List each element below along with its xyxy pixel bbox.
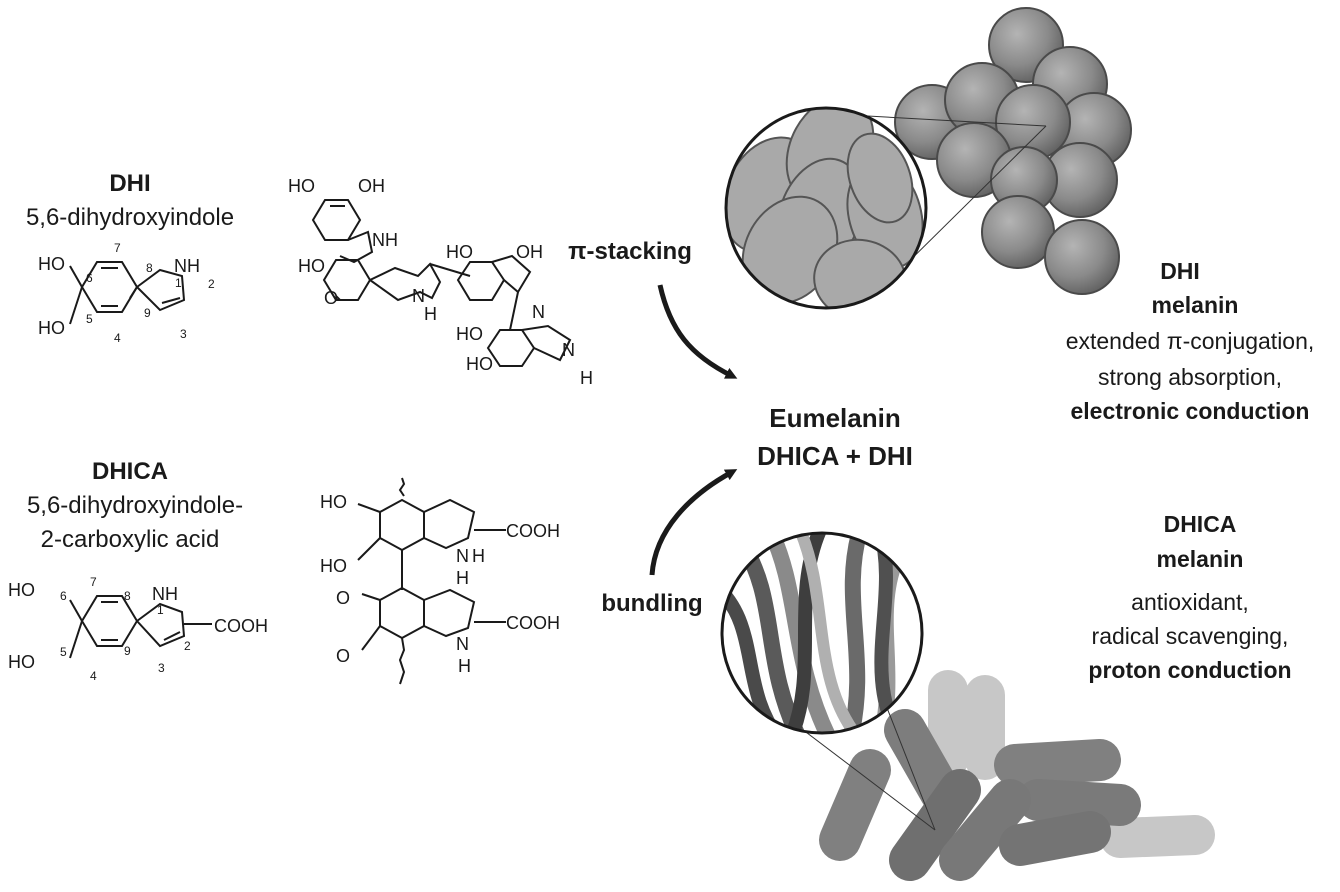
dhi-melanin-property: electronic conduction xyxy=(1070,398,1310,424)
atom-label: HO xyxy=(38,254,65,274)
dhi-melanin-property: extended π-conjugation, xyxy=(1065,328,1315,354)
dhica-monomer-labels: HO HO NH COOH 7 8 6 5 9 4 1 2 3 xyxy=(8,575,268,683)
atom-number: 2 xyxy=(208,277,215,291)
atom-number: 9 xyxy=(124,644,131,658)
atom-number: 8 xyxy=(146,261,153,275)
dhi-oligomer-structure xyxy=(311,199,572,367)
pi-stacking-label: π-stacking xyxy=(568,238,692,265)
atom-label: NH xyxy=(174,256,200,276)
dhi-zoom-circle xyxy=(724,106,928,310)
atom-label: NH xyxy=(372,230,398,250)
atom-label: H xyxy=(458,656,471,676)
atom-label: NH xyxy=(152,584,178,604)
atom-label: N xyxy=(456,546,469,566)
dhi-melanin-title: DHI xyxy=(1160,258,1200,284)
atom-number: 4 xyxy=(114,331,121,345)
dhica-melanin-title: DHICA xyxy=(1163,511,1237,537)
atom-label: HO xyxy=(8,580,35,600)
dhica-melanin-property: antioxidant, xyxy=(1131,589,1249,615)
atom-label: N xyxy=(412,286,425,306)
atom-number: 2 xyxy=(184,639,191,653)
atom-number: 1 xyxy=(157,603,164,617)
atom-label: HO xyxy=(298,256,325,276)
atom-label: HO xyxy=(466,354,493,374)
dhi-oligomer-labels: HO OH NH HO O N H HO OH N HO HO N H xyxy=(288,176,593,388)
dhica-melanin-property: radical scavenging, xyxy=(1091,623,1289,649)
atom-number: 6 xyxy=(60,589,67,603)
atom-number: 1 xyxy=(175,276,182,290)
dhica-oligomer-structure xyxy=(357,477,506,685)
bundling-label: bundling xyxy=(601,590,703,617)
atom-number: 6 xyxy=(86,271,93,285)
dhica-oligomer-labels: HO HO COOH N H H O O COOH N H xyxy=(320,492,560,676)
pi-stacking-arrow xyxy=(657,284,738,379)
atom-number: 4 xyxy=(90,669,97,683)
atom-number: 7 xyxy=(114,241,121,255)
atom-label: HO xyxy=(8,652,35,672)
atom-number: 3 xyxy=(158,661,165,675)
dhica-melanin-subtitle: melanin xyxy=(1156,546,1244,572)
dhica-melanin-property: proton conduction xyxy=(1088,657,1292,683)
atom-label: H xyxy=(580,368,593,388)
atom-label: HO xyxy=(446,242,473,262)
dhica-full-name-line1: 5,6-dihydroxyindole- xyxy=(26,492,244,519)
atom-label: COOH xyxy=(214,616,268,636)
dhica-monomer-structure xyxy=(69,595,212,659)
atom-label: O xyxy=(336,588,350,608)
eumelanin-title: Eumelanin xyxy=(769,403,901,433)
atom-label: COOH xyxy=(506,613,560,633)
dhi-title: DHI xyxy=(109,170,151,197)
atom-label: HO xyxy=(320,492,347,512)
atom-number: 5 xyxy=(60,645,67,659)
atom-label: HO xyxy=(456,324,483,344)
atom-label: H xyxy=(456,568,469,588)
atom-label: H xyxy=(424,304,437,324)
dhi-melanin-property: strong absorption, xyxy=(1097,364,1283,390)
atom-number: 8 xyxy=(124,589,131,603)
atom-number: 7 xyxy=(90,575,97,589)
atom-label: OH xyxy=(516,242,543,262)
atom-label: HO xyxy=(288,176,315,196)
dhica-melanin-rod-bundle xyxy=(819,670,1215,881)
atom-number: 3 xyxy=(180,327,187,341)
dhica-zoom-circle xyxy=(720,531,924,735)
atom-label: COOH xyxy=(506,521,560,541)
bundling-arrow xyxy=(649,469,738,576)
atom-label: N xyxy=(532,302,545,322)
atom-number: 9 xyxy=(144,306,151,320)
atom-label: O xyxy=(336,646,350,666)
dhi-monomer-labels: HO HO NH 7 8 6 5 9 4 1 2 3 xyxy=(38,241,215,345)
dhi-monomer-structure xyxy=(69,261,186,325)
dhi-melanin-sphere-cluster xyxy=(894,7,1132,295)
atom-label: O xyxy=(324,288,338,308)
atom-label: OH xyxy=(358,176,385,196)
dhi-melanin-subtitle: melanin xyxy=(1151,292,1239,318)
dhi-full-name: 5,6-dihydroxyindole xyxy=(25,204,235,231)
atom-label: H xyxy=(472,546,485,566)
atom-number: 5 xyxy=(86,312,93,326)
eumelanin-composition: DHICA + DHI xyxy=(757,441,913,471)
atom-label: HO xyxy=(320,556,347,576)
atom-label: N xyxy=(456,634,469,654)
dhica-full-name-line2: 2-carboxylic acid xyxy=(40,526,220,553)
dhica-title: DHICA xyxy=(92,458,168,485)
atom-label: HO xyxy=(38,318,65,338)
atom-label: N xyxy=(562,340,575,360)
